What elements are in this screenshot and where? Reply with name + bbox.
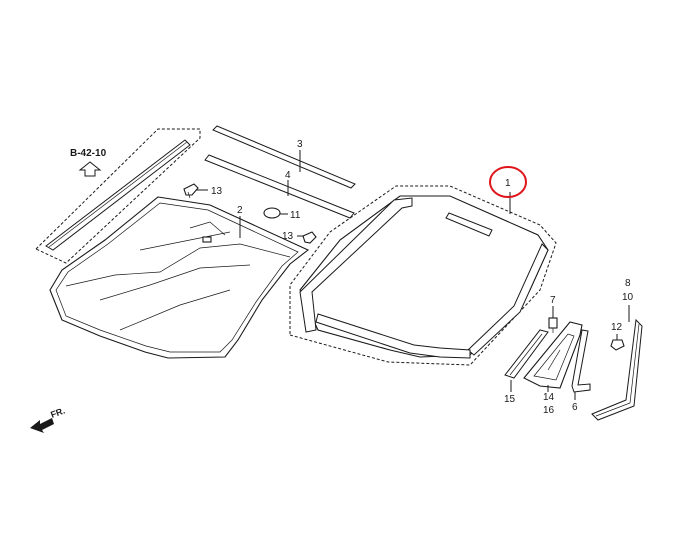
molding-8-10[interactable]: [591, 318, 643, 421]
quarter-glass-14-16[interactable]: [523, 321, 583, 389]
sensor-bracket: [202, 236, 212, 243]
quarter-glass-15[interactable]: [504, 329, 549, 379]
roof-molding-reference-group: [35, 128, 201, 264]
callout-6[interactable]: 6: [572, 402, 578, 413]
callout-10[interactable]: 10: [622, 292, 634, 303]
callout-3[interactable]: 3: [297, 139, 303, 150]
callout-13-lower[interactable]: 13: [282, 231, 294, 242]
highlight-circle: [489, 166, 527, 198]
molding-strip-upper[interactable]: [212, 125, 356, 189]
callout-4[interactable]: 4: [285, 170, 291, 181]
direction-label: FR.: [49, 406, 66, 420]
callout-8[interactable]: 8: [625, 278, 631, 289]
windshield-glass[interactable]: [49, 196, 310, 359]
callout-15[interactable]: 15: [504, 394, 516, 405]
clip-7[interactable]: [548, 317, 558, 333]
callout-16[interactable]: 16: [543, 405, 555, 416]
rear-windshield-group[interactable]: [289, 185, 557, 366]
callout-7[interactable]: 7: [550, 295, 556, 306]
molding-strip-lower[interactable]: [204, 154, 355, 219]
up-arrow-icon: [78, 161, 102, 177]
callout-1[interactable]: 1: [505, 178, 511, 189]
part-11-oval[interactable]: [263, 207, 281, 219]
clip-13-upper[interactable]: [183, 183, 199, 199]
strip-6[interactable]: [571, 329, 591, 393]
callout-13-upper[interactable]: 13: [211, 186, 223, 197]
callout-14[interactable]: 14: [543, 392, 555, 403]
reference-label[interactable]: B-42-10: [70, 148, 107, 159]
callout-11[interactable]: 11: [290, 210, 301, 221]
front-direction-indicator: FR.: [30, 406, 66, 433]
clip-13-lower[interactable]: [302, 231, 317, 244]
clip-12[interactable]: [610, 339, 625, 351]
callout-2[interactable]: 2: [237, 205, 243, 216]
callout-12[interactable]: 12: [611, 322, 623, 333]
direction-arrow-icon: [30, 418, 54, 433]
